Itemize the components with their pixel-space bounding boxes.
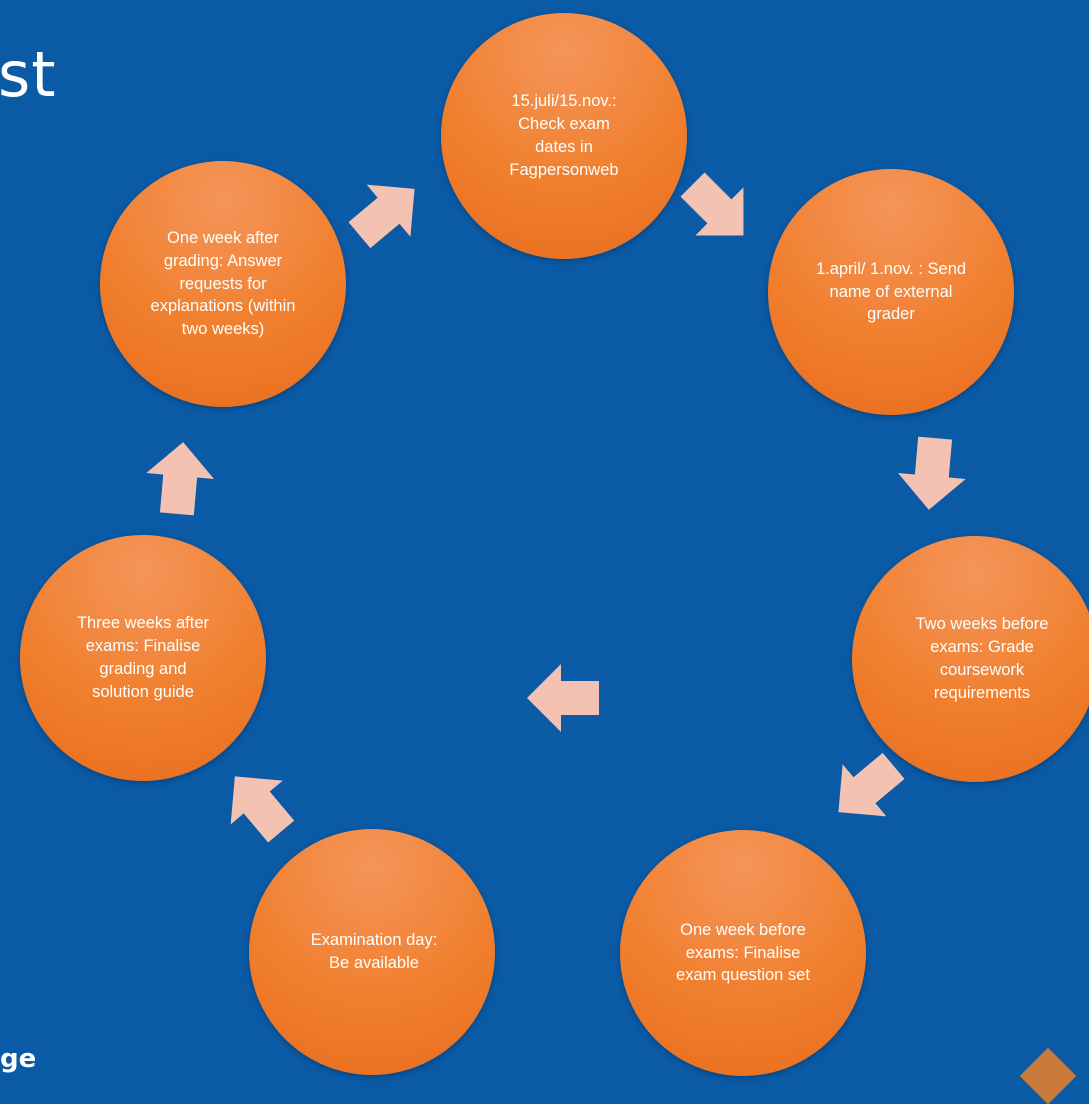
cycle-node-check-dates: 15.juli/15.nov.: Check exam dates in Fag… <box>441 13 687 259</box>
cycle-node-label: 1.april/ 1.nov. : Send name of external … <box>815 259 967 324</box>
cycle-arrow-2 <box>669 161 768 260</box>
arrow-right-icon <box>838 752 905 817</box>
corner-logo-mark <box>1019 1047 1077 1104</box>
cycle-node-external-grader: 1.april/ 1.nov. : Send name of external … <box>768 169 1014 415</box>
cycle-arrow-3 <box>895 435 969 513</box>
arrow-right-icon <box>348 184 415 249</box>
cycle-node-label: Three weeks after exams: Finalise gradin… <box>76 614 210 701</box>
cycle-node-label: One week before exams: Finalise exam que… <box>676 920 810 985</box>
slide-title: st <box>0 38 57 111</box>
cycle-node-coursework: Two weeks before exams: Grade coursework… <box>852 536 1089 782</box>
cycle-arrow-5b <box>527 664 599 732</box>
cycle-node-label: Two weeks before exams: Grade coursework… <box>915 615 1049 702</box>
arrow-right-icon <box>680 172 744 236</box>
footer-logo-text: ge <box>0 1044 37 1074</box>
cycle-node-finalise-grading: Three weeks after exams: Finalise gradin… <box>20 535 266 781</box>
cycle-node-examination-day: Examination day: Be available <box>249 829 495 1075</box>
cycle-node-answer-requests: One week after grading: Answer requests … <box>100 161 346 407</box>
cycle-node-question-set: One week before exams: Finalise exam que… <box>620 830 866 1076</box>
arrow-left-icon <box>527 664 599 732</box>
cycle-arrow-1 <box>338 163 437 261</box>
arrow-right-icon <box>230 776 295 843</box>
cycle-arrow-6 <box>209 755 307 854</box>
cycle-node-label: 15.juli/15.nov.: Check exam dates in Fag… <box>509 92 619 179</box>
arrow-right-icon <box>897 436 966 510</box>
arrow-right-icon <box>146 442 215 516</box>
cycle-node-label: One week after grading: Answer requests … <box>150 229 296 339</box>
cycle-arrow-4 <box>817 740 916 838</box>
cycle-node-label: Examination day: Be available <box>310 931 438 972</box>
cycle-arrow-7 <box>143 439 217 517</box>
